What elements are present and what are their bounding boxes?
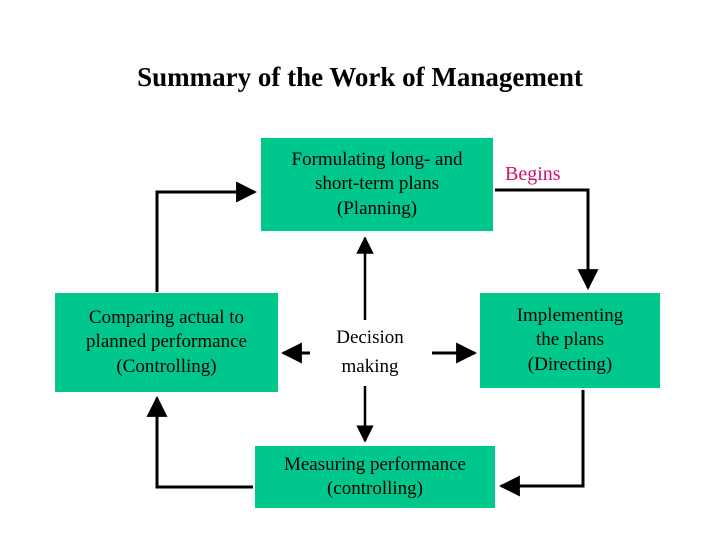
node-planning-line1: Formulating long- and <box>291 149 463 171</box>
node-directing-line1: Implementing <box>516 305 624 327</box>
node-measuring-line1: Measuring performance <box>283 453 466 475</box>
decision-line2: making <box>341 356 399 378</box>
node-measuring-line2: (controlling) <box>326 478 424 499</box>
node-controlling-line3: (Controlling) <box>116 355 217 377</box>
node-directing[interactable]: Implementing the plans (Directing) <box>480 293 660 388</box>
node-controlling-line2: planned performance <box>86 331 247 353</box>
annotation-begins: Begins <box>505 163 561 185</box>
arrow-controlling-to-planning <box>155 181 258 292</box>
node-controlling[interactable]: Comparing actual to planned performance … <box>55 293 278 392</box>
decision-line1: Decision <box>336 327 404 348</box>
center-label-decision-making: Decision making <box>310 323 430 382</box>
node-planning-line2: short-term plans <box>314 173 439 195</box>
node-planning-line3: (Planning) <box>336 197 418 219</box>
arrow-directing-to-measuring <box>498 390 585 497</box>
arrow-measuring-to-controlling <box>146 395 253 489</box>
node-directing-line3: (Directing) <box>527 353 613 375</box>
node-controlling-line1: Comparing actual to <box>88 307 245 329</box>
arrow-planning-to-directing <box>495 188 599 291</box>
node-planning[interactable]: Formulating long- and short-term plans (… <box>261 138 493 231</box>
page-title: Summary of the Work of Management <box>137 62 583 92</box>
node-measuring[interactable]: Measuring performance (controlling) <box>255 446 495 508</box>
node-directing-line2: the plans <box>535 329 605 351</box>
